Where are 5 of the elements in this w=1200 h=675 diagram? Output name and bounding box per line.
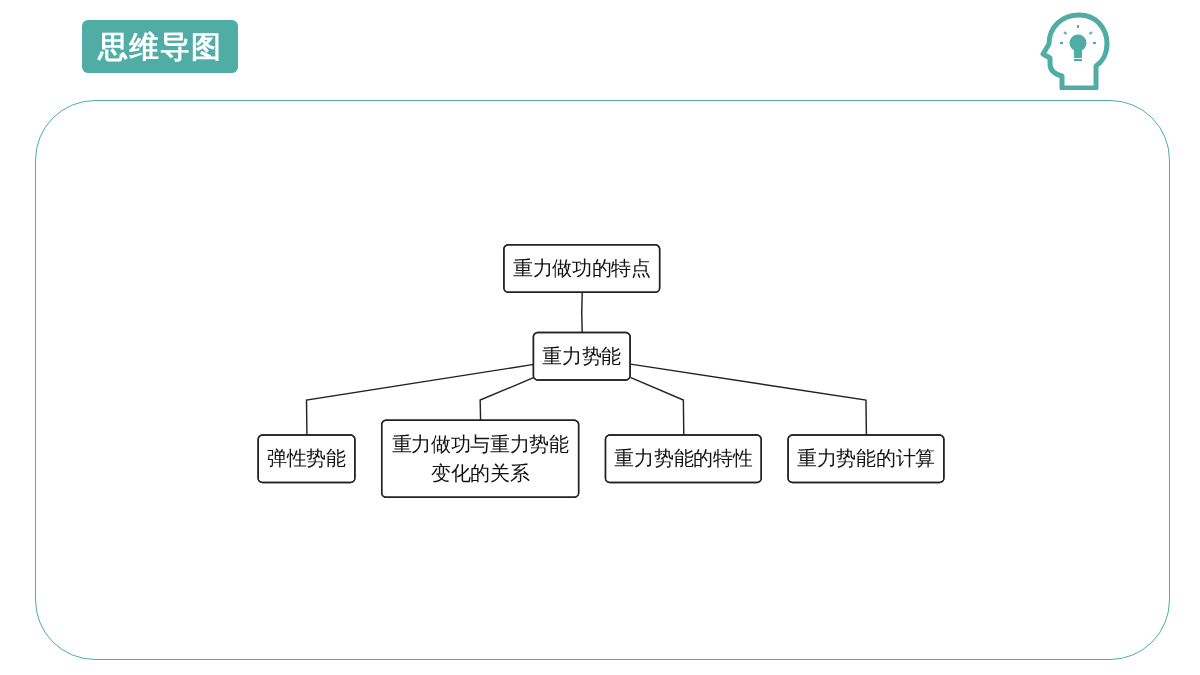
connector <box>305 363 535 437</box>
connector <box>479 376 535 422</box>
connector <box>629 363 868 437</box>
connector <box>581 291 583 334</box>
title-banner: 思维导图 <box>82 20 238 73</box>
